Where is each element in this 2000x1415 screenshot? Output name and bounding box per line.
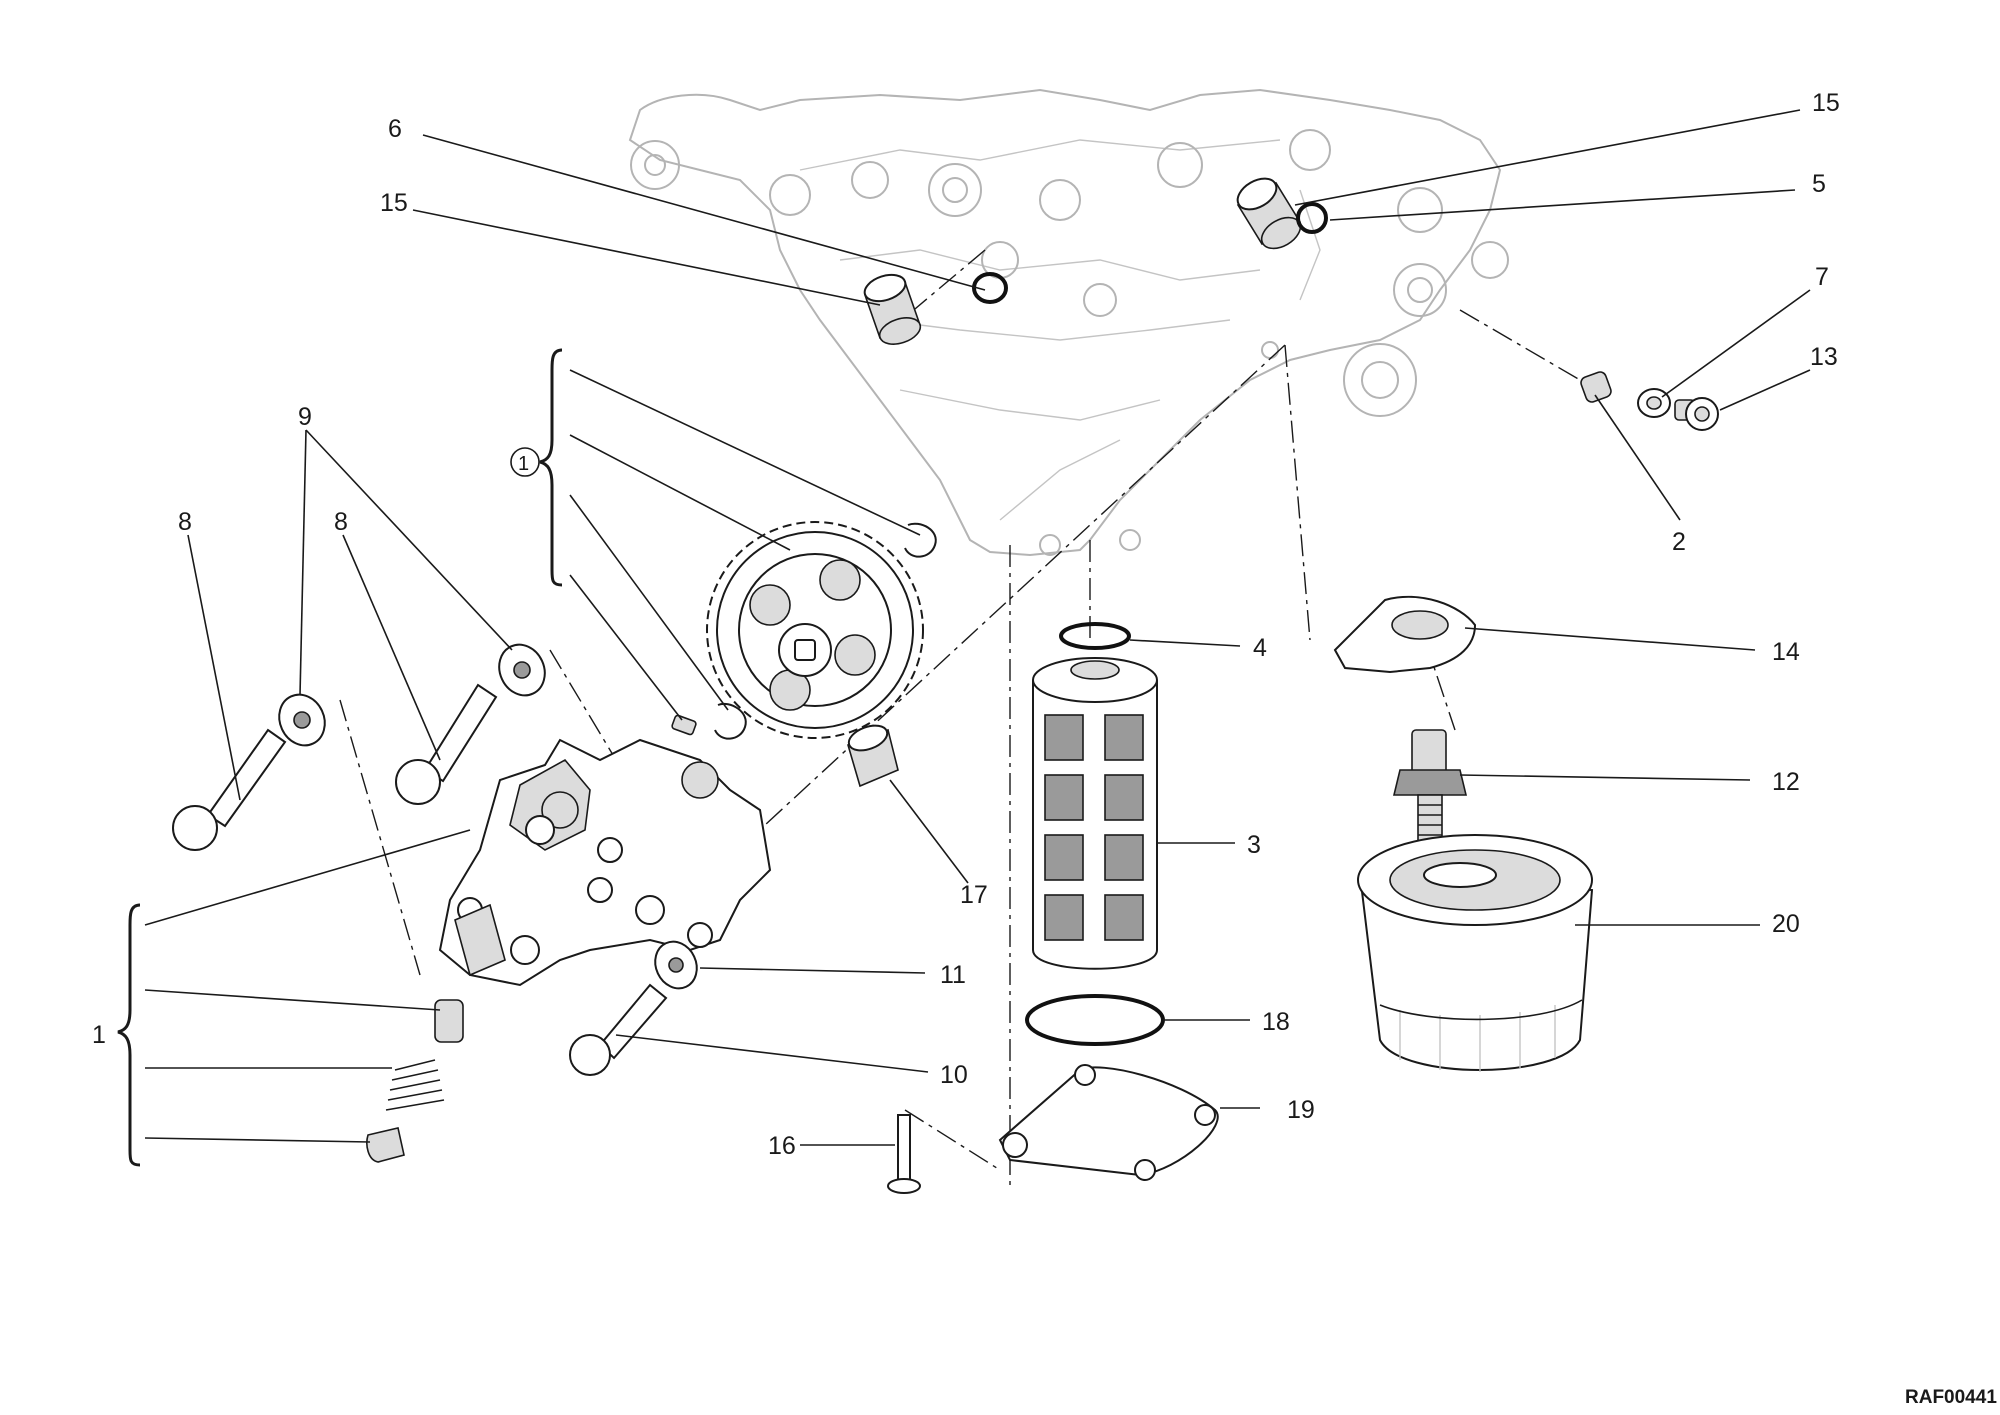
group-marker-label: 1 <box>518 453 529 475</box>
leader-lines <box>144 109 1811 1146</box>
oil-pump-body <box>438 738 772 987</box>
washer-9-right <box>498 643 546 697</box>
bolt-10 <box>569 983 668 1076</box>
washer-11 <box>654 940 698 990</box>
o-ring-6 <box>972 272 1008 304</box>
assembly-axes <box>339 249 1581 1190</box>
callout-5: 5 <box>1812 170 1826 198</box>
oil-strainer-3 <box>1032 657 1158 970</box>
group-brace-upper <box>539 348 563 587</box>
callout-12: 12 <box>1772 768 1800 796</box>
callout-16: 16 <box>768 1132 796 1160</box>
oil-filter-20 <box>1357 834 1594 1072</box>
woodruff-key <box>671 714 697 736</box>
callout-8-left: 8 <box>178 508 192 536</box>
group-brace-lower <box>117 903 141 1167</box>
nipple-12 <box>1392 729 1468 846</box>
callout-15-top: 15 <box>1812 89 1840 117</box>
callout-14: 14 <box>1772 638 1800 666</box>
circlip-lower <box>714 702 747 740</box>
group-marker-circle <box>510 447 540 477</box>
o-ring-18 <box>1025 994 1165 1046</box>
crankcase-outline <box>628 88 1509 557</box>
bush-15-lower <box>863 273 922 345</box>
callout-19: 19 <box>1287 1096 1315 1124</box>
callout-8-right: 8 <box>334 508 348 536</box>
pump-drive-gear <box>706 521 924 739</box>
callout-13: 13 <box>1810 343 1838 371</box>
callout-1: 1 <box>92 1021 106 1049</box>
callout-7: 7 <box>1815 263 1829 291</box>
bolt-8-right <box>395 683 498 805</box>
cover-19 <box>998 1064 1219 1181</box>
o-ring-5 <box>1296 202 1328 234</box>
callout-18: 18 <box>1262 1008 1290 1036</box>
washer-9-left <box>278 693 326 747</box>
callout-4: 4 <box>1253 634 1267 662</box>
callout-20: 20 <box>1772 910 1800 938</box>
callout-10: 10 <box>940 1061 968 1089</box>
plug-set-2-7-13 <box>1580 371 1719 431</box>
screw-16 <box>887 1114 921 1194</box>
relief-valve-parts <box>366 999 464 1163</box>
callout-3: 3 <box>1247 831 1261 859</box>
callout-labels: 15 5 6 15 7 13 2 14 4 12 3 20 18 19 16 1… <box>92 89 1997 1408</box>
callout-2: 2 <box>1672 528 1686 556</box>
dowel-17 <box>847 724 899 788</box>
callout-9: 9 <box>298 403 312 431</box>
callout-11: 11 <box>940 961 966 989</box>
callout-6: 6 <box>388 115 402 143</box>
drawing-reference-code: RAF00441 <box>1905 1387 1997 1408</box>
plate-14 <box>1333 595 1477 674</box>
circlip-upper <box>904 522 937 558</box>
callout-15-left: 15 <box>380 189 408 217</box>
bolt-8-left <box>172 728 287 851</box>
o-ring-4 <box>1059 622 1131 650</box>
callout-17: 17 <box>960 881 988 909</box>
bush-15-upper <box>1236 177 1302 250</box>
